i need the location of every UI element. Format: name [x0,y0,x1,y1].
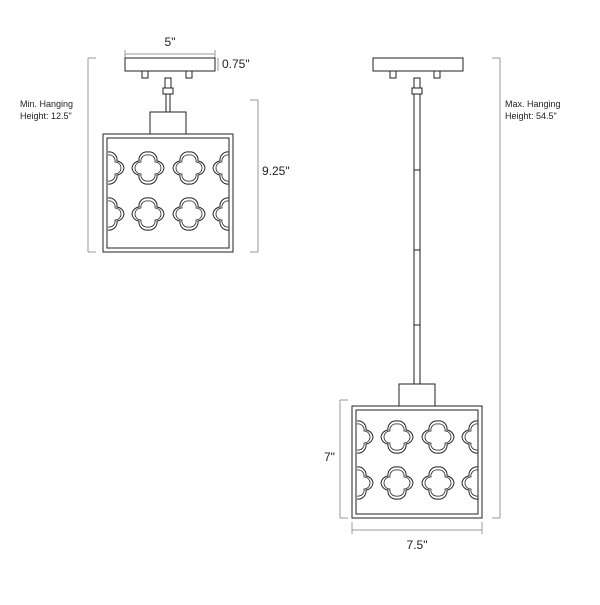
max-hanging-label-line2: Height: 54.5" [505,111,557,121]
canopy [124,57,216,79]
shade-height-label-min: 9.25" [262,164,290,178]
canopy-width-dimension: 5" [124,35,216,58]
min-hanging-view: 5" 0.75" [20,35,290,253]
canopy-width-label: 5" [165,35,176,49]
max-hanging-view: Max. Hanging Height: 54.5" 7" 7.5" [324,57,561,552]
shade-width-dimension: 7.5" [351,522,483,552]
max-hanging-dimension: Max. Hanging Height: 54.5" [492,57,561,519]
shade-height-label-max: 7" [324,450,335,464]
max-hanging-label-line1: Max. Hanging [505,99,561,109]
min-hanging-label-line2: Height: 12.5" [20,111,72,121]
shade-min [102,133,234,253]
stem [149,77,187,135]
shade-width-label: 7.5" [407,538,428,552]
min-hanging-label-line1: Min. Hanging [20,99,73,109]
shade-height-dimension-max: 7" [324,399,348,519]
canopy-height-label: 0.75" [222,57,250,71]
min-hanging-dimension: Min. Hanging Height: 12.5" [20,57,96,253]
shade-max [351,405,483,519]
stem-max [398,77,436,407]
shade-height-dimension-min: 9.25" [250,99,290,253]
canopy-height-dimension: 0.75" [217,57,250,71]
canopy-max [372,57,464,79]
